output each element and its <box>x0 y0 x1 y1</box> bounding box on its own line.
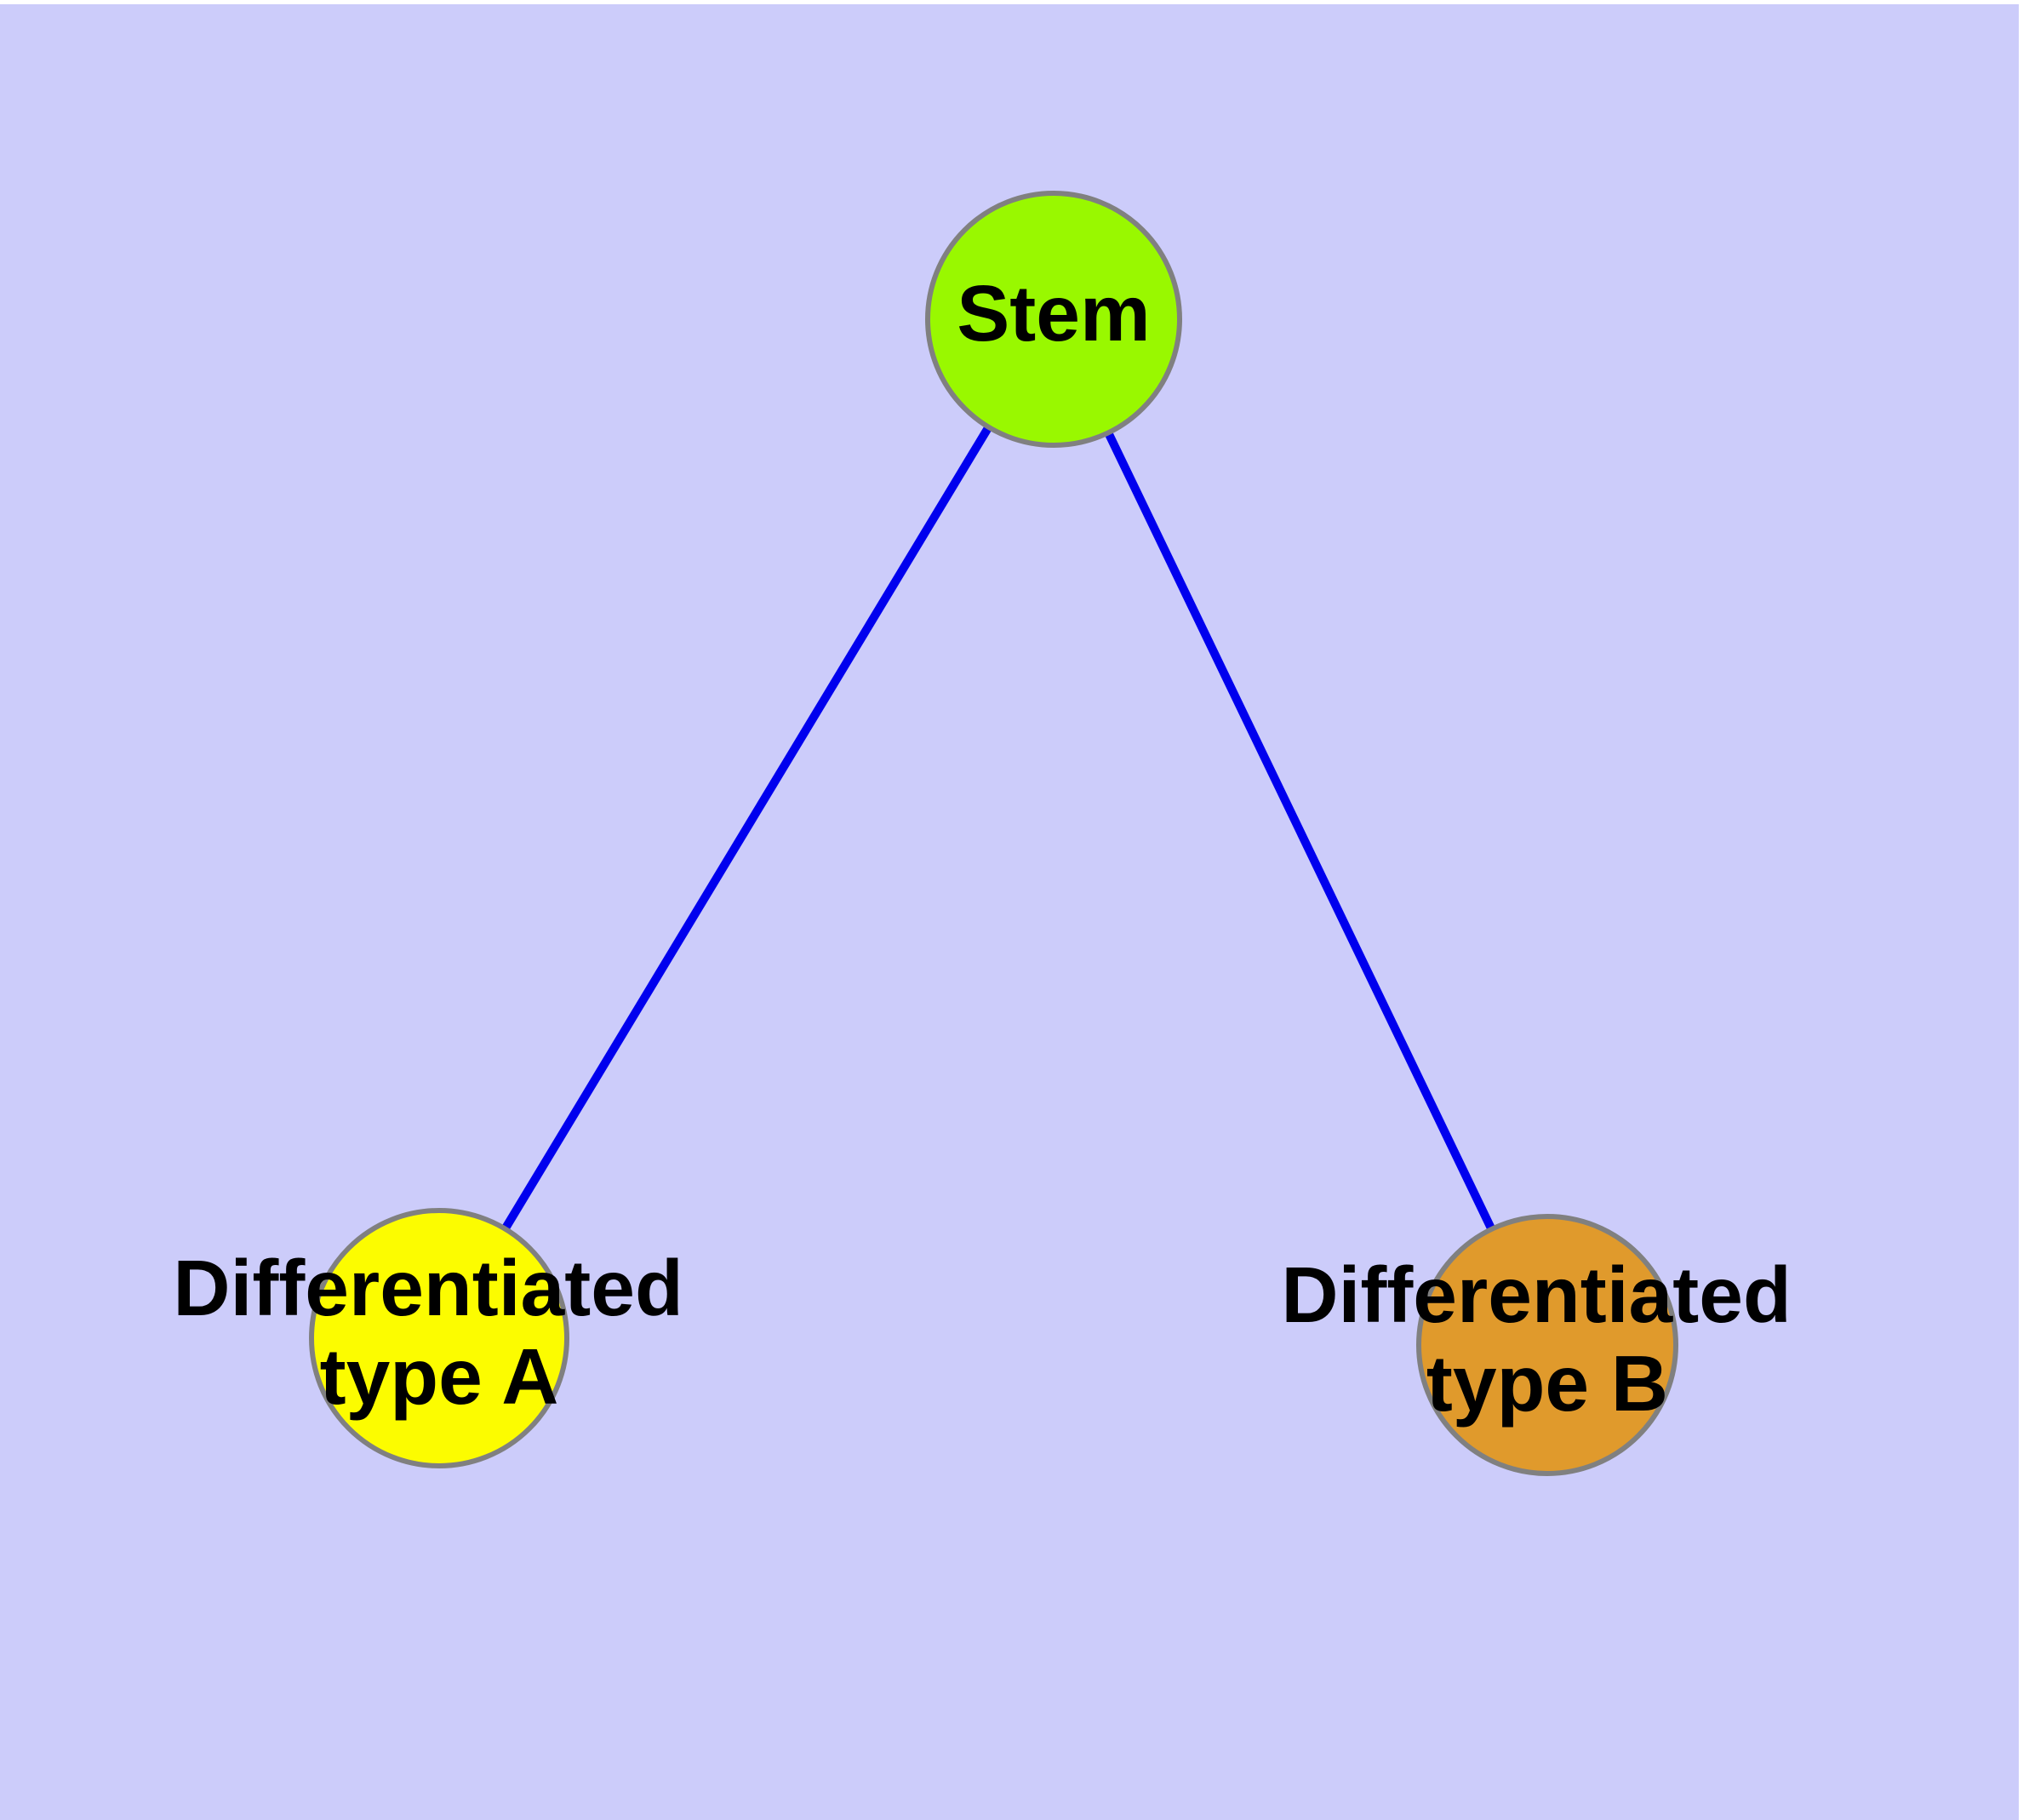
node-label-stem: Stem <box>957 269 1150 358</box>
node-label-differentiated-type-a-line2: type A <box>320 1332 559 1421</box>
node-circle-stem[interactable] <box>925 191 1182 448</box>
node-label-differentiated-type-b-line2: type B <box>1426 1339 1668 1428</box>
diagram-plot-area: Stem Differentiated type A Differentiate… <box>0 4 2019 1820</box>
node-circle-differentiated-type-b[interactable] <box>1416 1214 1678 1476</box>
node-label-stem-line1: Stem <box>957 269 1150 358</box>
edge-stem-to-differentiated-type-b[interactable] <box>1102 427 1497 1234</box>
edge-stem-to-differentiated-type-a[interactable] <box>500 421 994 1234</box>
node-circle-differentiated-type-a[interactable] <box>309 1208 569 1468</box>
node-label-differentiated-type-a-line1: Differentiated <box>173 1244 683 1332</box>
label-layer: Stem Differentiated type A Differentiate… <box>173 269 1813 1428</box>
node-label-differentiated-type-b: Differentiated type B <box>1281 1251 1813 1428</box>
edge-layer <box>500 421 1497 1234</box>
node-label-differentiated-type-b-line1: Differentiated <box>1281 1251 1791 1339</box>
node-layer <box>309 191 1678 1476</box>
cell-lineage-graph: Stem Differentiated type A Differentiate… <box>173 191 1813 1476</box>
node-label-differentiated-type-a: Differentiated type A <box>173 1244 705 1421</box>
